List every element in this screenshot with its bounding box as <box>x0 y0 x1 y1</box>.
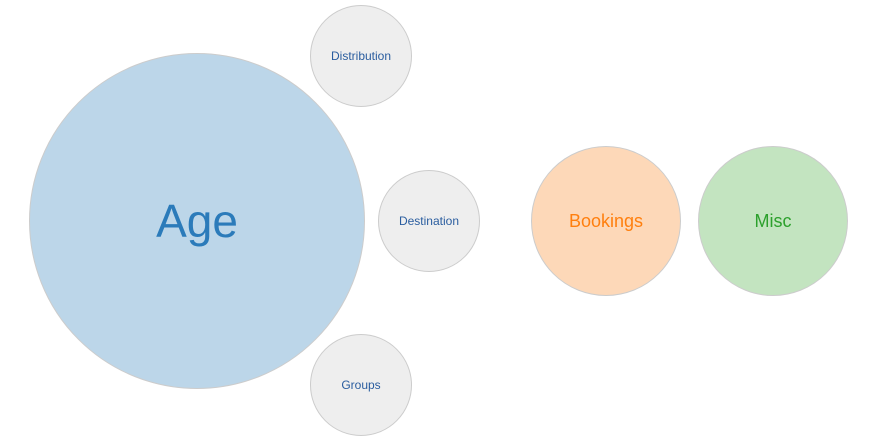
bookings-label: Bookings <box>568 211 644 231</box>
destination-label: Destination <box>398 214 460 228</box>
bookings-bubble[interactable]: Bookings <box>531 146 681 296</box>
destination-bubble[interactable]: Destination <box>378 170 480 272</box>
groups-label: Groups <box>341 378 381 392</box>
distribution-bubble[interactable]: Distribution <box>310 5 412 107</box>
distribution-label: Distribution <box>330 49 392 63</box>
age-label: Age <box>156 195 238 247</box>
misc-bubble[interactable]: Misc <box>698 146 848 296</box>
groups-bubble[interactable]: Groups <box>310 334 412 436</box>
misc-label: Misc <box>754 211 792 231</box>
age-bubble[interactable]: Age <box>29 53 365 389</box>
